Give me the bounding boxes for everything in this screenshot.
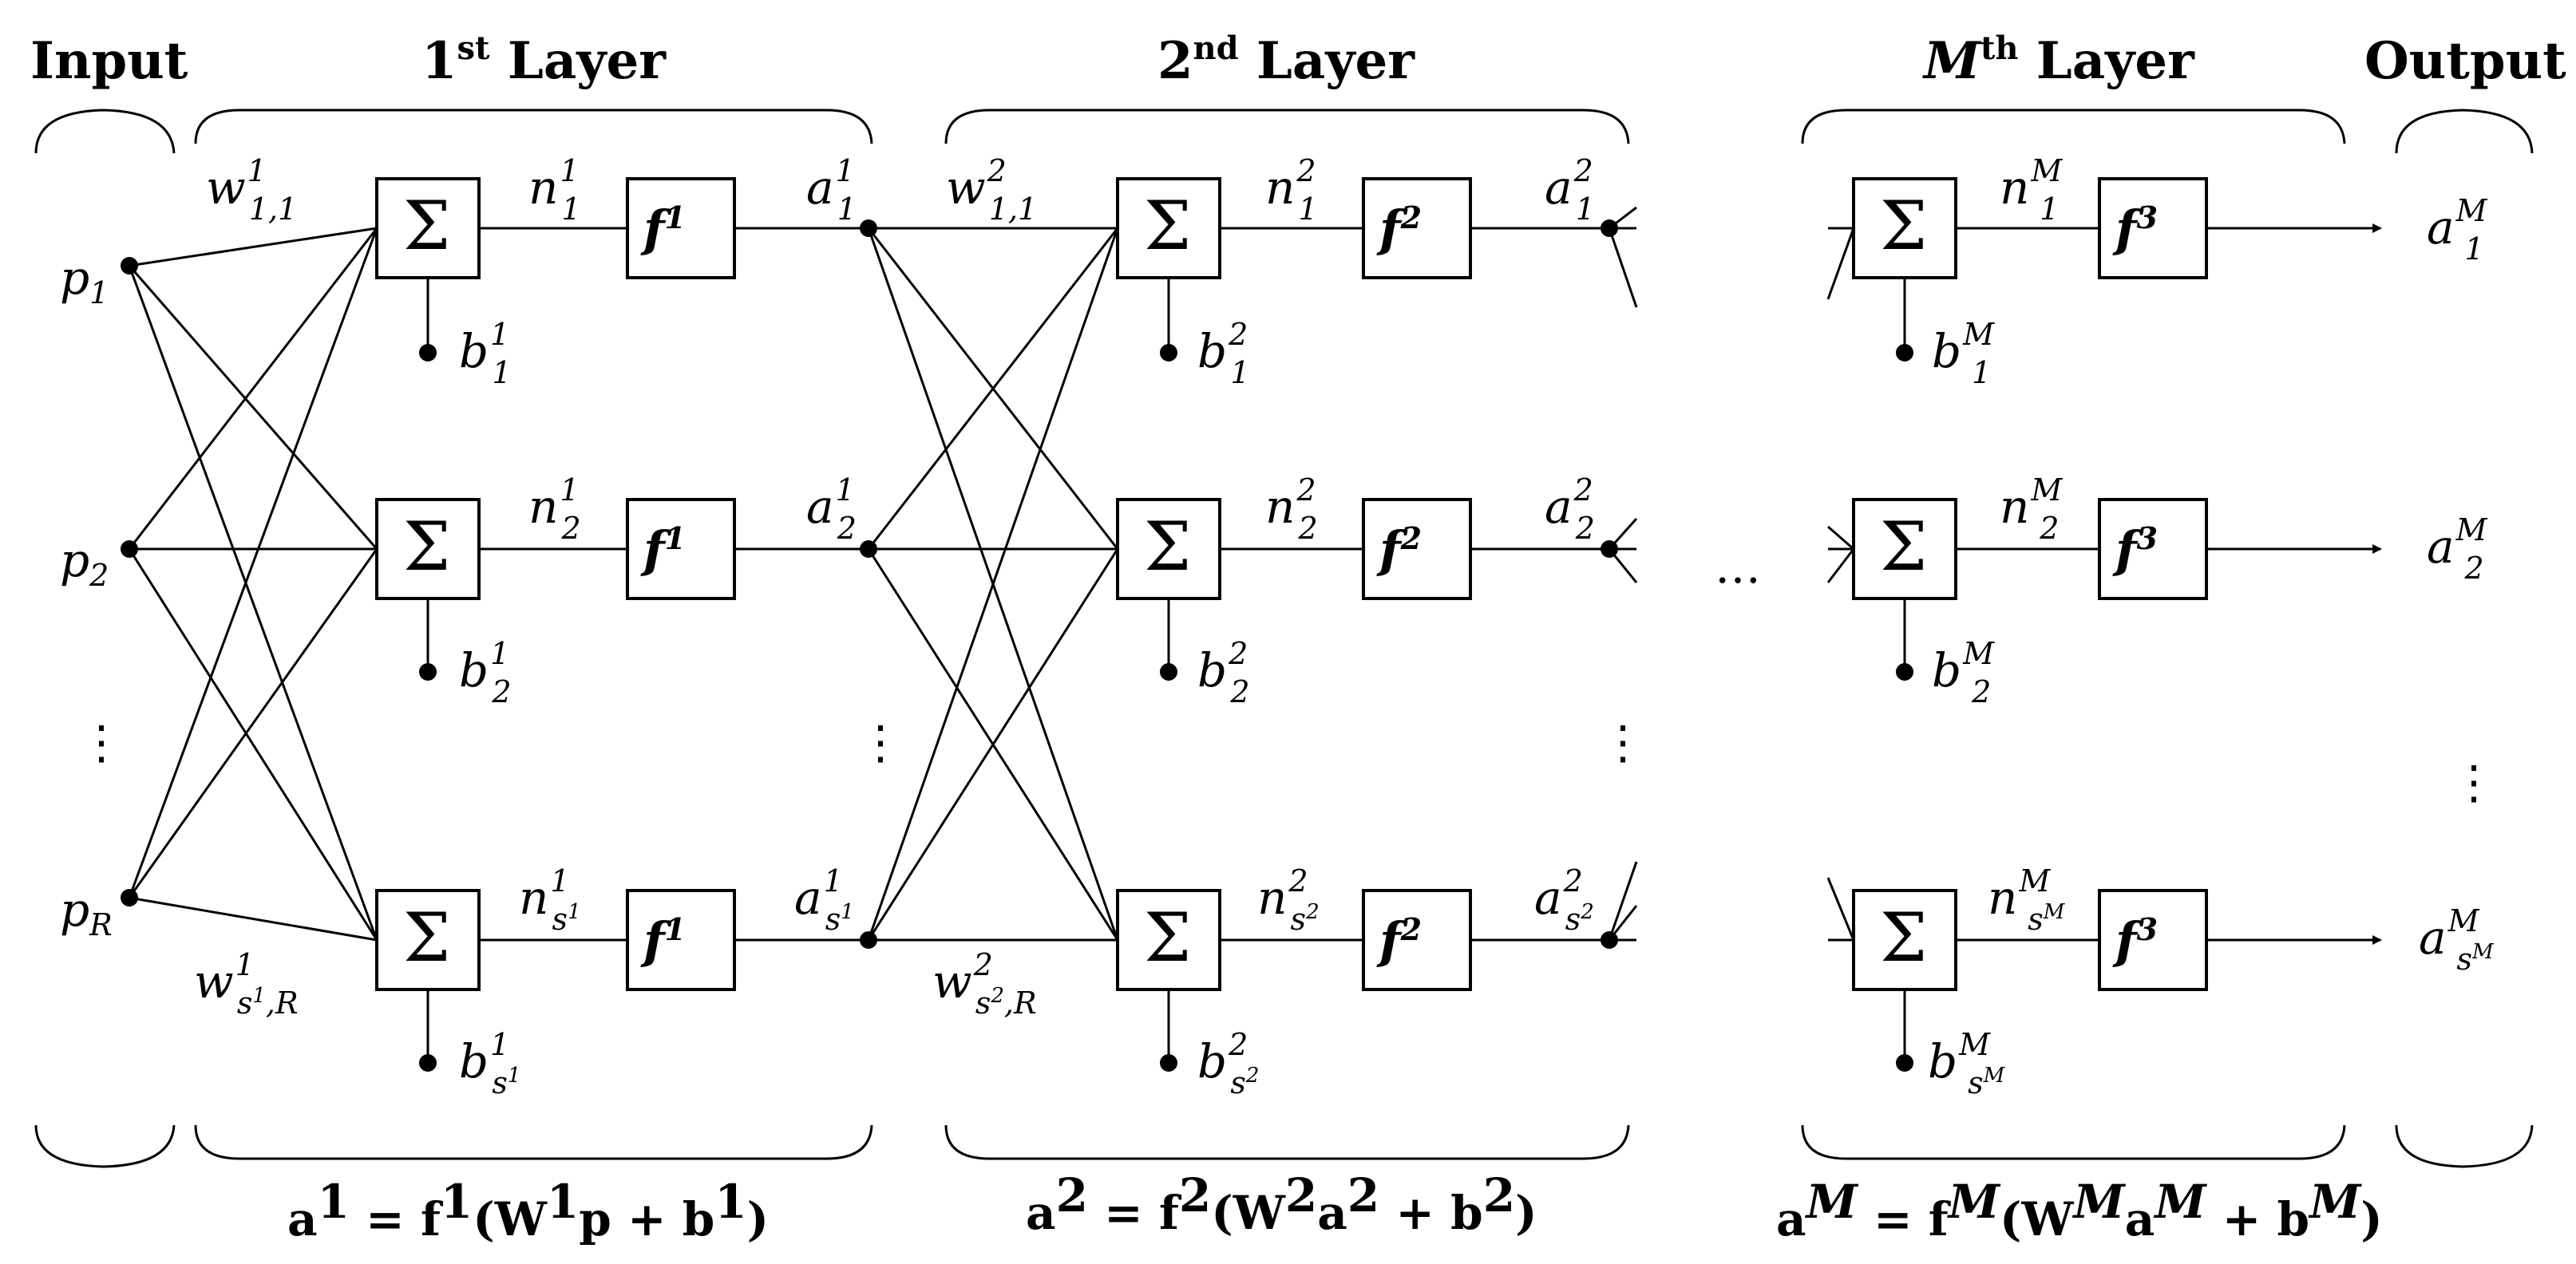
sum-symbol: Σ bbox=[1880, 899, 1927, 977]
bias-node-l1-r1 bbox=[419, 344, 437, 361]
equation-layer-2: a2 = f2(W2a2 + b2) bbox=[1026, 1168, 1537, 1240]
sum-node-lm-r1 bbox=[1852, 177, 1957, 279]
equation-layer-m: aM = fM(WMaM + bM) bbox=[1776, 1175, 2383, 1246]
sum-node-l1-r1 bbox=[375, 177, 481, 279]
connections-input-layer1 bbox=[128, 227, 378, 942]
header-layer-m: Mth Layer bbox=[1922, 30, 2195, 91]
sum-symbol: Σ bbox=[403, 899, 450, 977]
activation-node-l2-r1 bbox=[1362, 177, 1472, 279]
bias-node-l2-r1 bbox=[1160, 344, 1177, 361]
sum-node-lm-r2 bbox=[1852, 498, 1957, 600]
bias-node-l2-r2 bbox=[1160, 663, 1177, 681]
activation-node-lm-r2 bbox=[2098, 498, 2208, 600]
activation-label: f1 bbox=[640, 520, 686, 579]
activation-node-lm-r1 bbox=[2098, 177, 2208, 279]
activation-label: f2 bbox=[1376, 520, 1422, 579]
equation-layer-1: a1 = f1(W1p + b1) bbox=[287, 1175, 769, 1246]
sum-node-l1-r3 bbox=[375, 889, 481, 991]
output-vdots: ⋮ bbox=[2451, 755, 2497, 809]
bias-node-lm-r3 bbox=[1896, 1054, 1913, 1072]
connections-layer1-layer2 bbox=[867, 227, 1119, 942]
header-layer-1: 1st Layer bbox=[421, 30, 667, 91]
top-braces bbox=[34, 109, 2534, 154]
activation-node-l1-r3 bbox=[626, 889, 736, 991]
label-p2: p2 bbox=[60, 533, 109, 593]
bias-node-lm-r1 bbox=[1896, 344, 1913, 361]
bias-node-l1-r2 bbox=[419, 663, 437, 681]
sum-node-l1-r2 bbox=[375, 498, 481, 600]
header-input: Input bbox=[30, 31, 188, 91]
label-p1: p1 bbox=[60, 251, 109, 310]
input-vdots: ⋮ bbox=[78, 715, 125, 769]
bias-node-l1-r3 bbox=[419, 1054, 437, 1072]
bottom-braces bbox=[34, 1124, 2534, 1168]
sum-symbol: Σ bbox=[1880, 187, 1927, 265]
bias-node-lm-r2 bbox=[1896, 663, 1913, 681]
sum-symbol: Σ bbox=[403, 187, 450, 265]
label-pR: pR bbox=[60, 883, 113, 942]
sum-symbol: Σ bbox=[1880, 508, 1927, 586]
sum-node-l2-r2 bbox=[1116, 498, 1221, 600]
activation-label: f3 bbox=[2112, 520, 2158, 579]
sum-symbol: Σ bbox=[403, 508, 450, 586]
header-layer-2: 2nd Layer bbox=[1157, 30, 1415, 91]
sum-symbol: Σ bbox=[1144, 899, 1191, 977]
sum-symbol: Σ bbox=[1144, 508, 1191, 586]
activation-node-l1-r2 bbox=[626, 498, 736, 600]
activation-label: f2 bbox=[1376, 911, 1422, 970]
sum-symbol: Σ bbox=[1144, 187, 1191, 265]
sum-node-l2-r3 bbox=[1116, 889, 1221, 991]
input-layer: p1 p2 pR ⋮ bbox=[60, 251, 138, 942]
layers-hdots: … bbox=[1715, 539, 1761, 594]
layer1-vdots: ⋮ bbox=[857, 715, 904, 769]
activation-node-l1-r1 bbox=[626, 177, 736, 279]
layer2-vdots: ⋮ bbox=[1600, 715, 1646, 769]
bias-node-l2-r3 bbox=[1160, 1054, 1177, 1072]
header-output: Output bbox=[2364, 31, 2566, 91]
